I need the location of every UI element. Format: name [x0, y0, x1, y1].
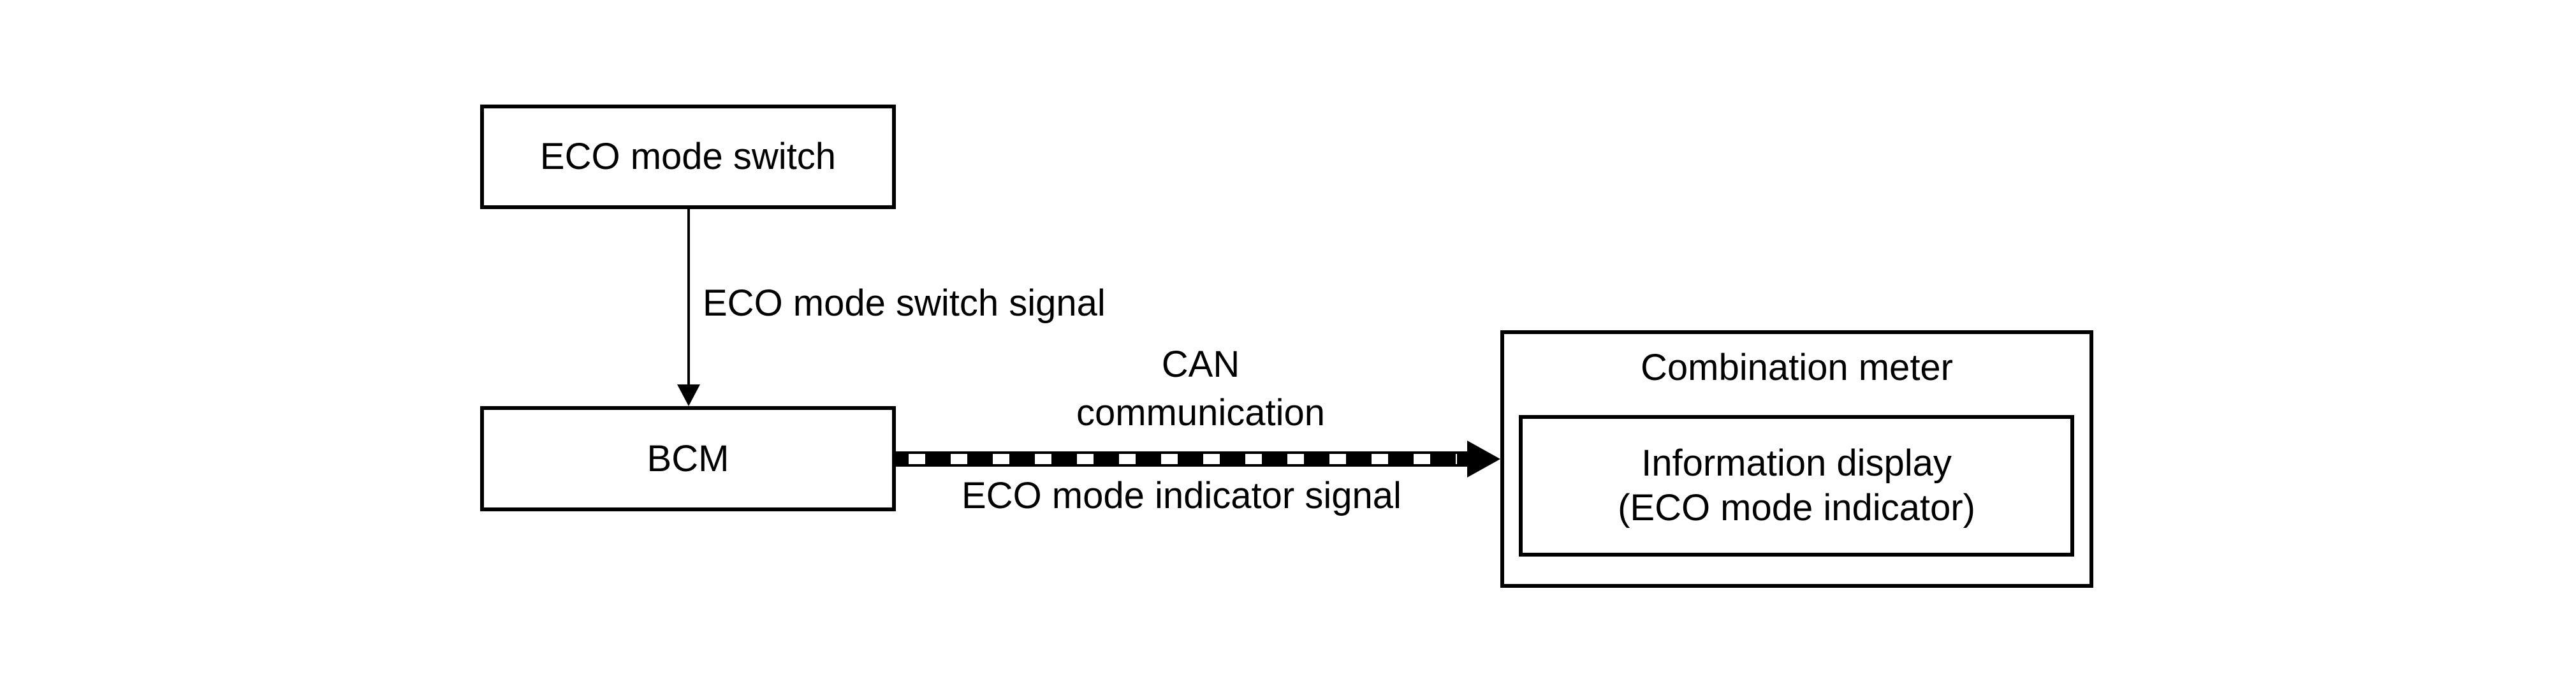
- node-information-display: Information display (ECO mode indicator): [1519, 415, 2074, 557]
- node-bcm: BCM: [480, 406, 896, 511]
- connector-switch-to-bcm-line: [687, 209, 690, 384]
- connector-bcm-to-meter-dashed-line: [896, 451, 1470, 467]
- edge-label-can-communication: CAN communication: [1041, 340, 1360, 437]
- node-information-display-line2: (ECO mode indicator): [1618, 487, 1975, 529]
- node-combination-meter-title: Combination meter: [1641, 347, 1953, 388]
- arrowhead-down-icon: [677, 384, 700, 406]
- arrowhead-right-icon: [1467, 441, 1500, 478]
- connector-dash-pattern: [896, 454, 1470, 464]
- node-bcm-label: BCM: [647, 437, 729, 479]
- node-information-display-line1: Information display: [1641, 442, 1952, 484]
- node-eco-mode-switch-label: ECO mode switch: [539, 136, 837, 178]
- edge-label-can-line1: CAN: [1161, 344, 1240, 385]
- edge-label-can-line2: communication: [1076, 392, 1326, 434]
- edge-label-eco-mode-switch-signal: ECO mode switch signal: [703, 282, 1106, 324]
- node-eco-mode-switch: ECO mode switch: [480, 105, 896, 209]
- edge-label-eco-mode-indicator-signal: ECO mode indicator signal: [962, 475, 1401, 516]
